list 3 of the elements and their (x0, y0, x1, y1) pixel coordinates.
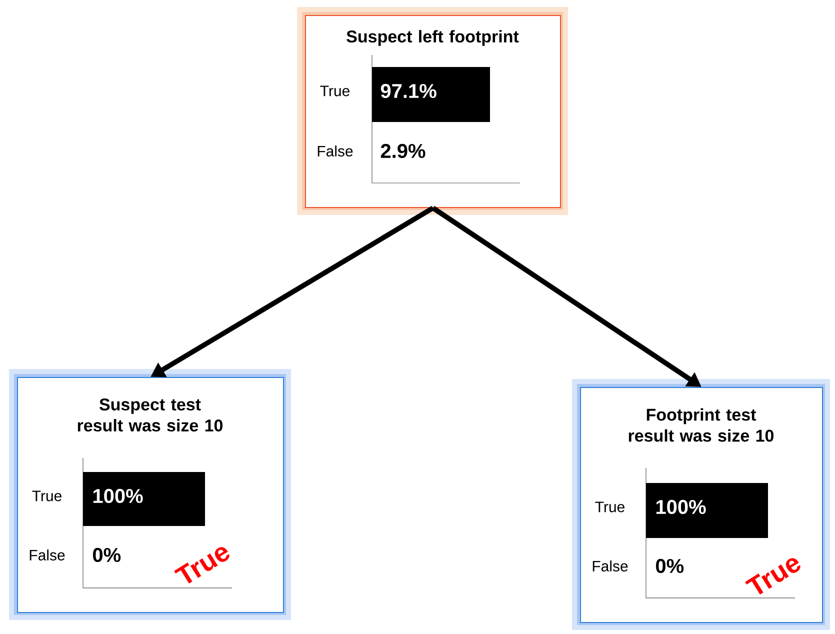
chart-card: Suspect test result was size 10 True 100% False 0% True (9, 368, 291, 620)
chart-card: Footprint test result was size 10 True 100% False 0% True (572, 378, 830, 630)
chart-card: Suspect left footprint True 97.1% False 2.9% (297, 7, 568, 215)
